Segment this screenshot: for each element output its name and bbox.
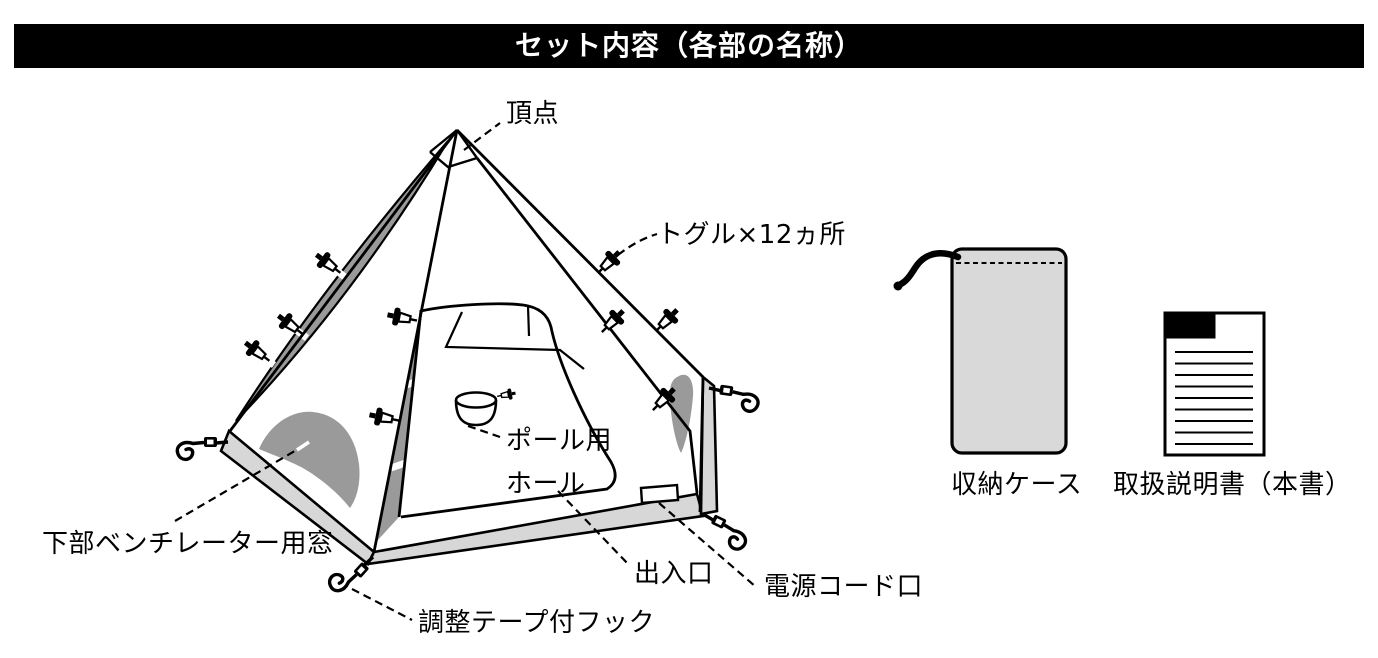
label-pole-hole-line2: ホール <box>506 469 586 499</box>
toggle-icon <box>648 302 685 339</box>
caption-storage-case: 収納ケース <box>951 470 1083 500</box>
power-cord-port <box>639 483 680 505</box>
corner-hook-icon <box>693 507 753 554</box>
section-header-bar: セット内容（各部の名称） <box>14 24 1364 68</box>
cord-knot <box>893 281 903 291</box>
label-pole-hole-line1: ポール用 <box>506 426 613 456</box>
pole-hole-pocket <box>454 386 518 427</box>
label-adjustable-hook: 調整テープ付フック <box>418 608 655 638</box>
label-toggles: トグル×12ヵ所 <box>657 220 846 250</box>
leader-entrance <box>557 490 630 566</box>
pole-hole-toggle-icon <box>495 386 518 403</box>
leader-toggles <box>617 232 658 256</box>
manual-title-block <box>1166 314 1216 339</box>
label-lower-ventilator: 下部ベンチレーター用窓 <box>42 529 334 559</box>
label-power-cord-port: 電源コード口 <box>764 572 924 602</box>
vent-teardrop-right <box>669 374 694 453</box>
skirt-front <box>365 492 705 566</box>
apex-cap <box>429 129 478 169</box>
section-title: セット内容（各部の名称） <box>514 29 863 62</box>
toggle-icon <box>366 404 402 431</box>
leader-lines <box>174 122 757 621</box>
corner-right-line <box>698 376 705 513</box>
edge-right-inner <box>475 157 699 494</box>
leader-hook <box>351 588 413 621</box>
caption-manual: 取扱説明書（本書） <box>1113 470 1352 500</box>
edge-left <box>228 129 459 432</box>
toggle-icon <box>384 304 420 331</box>
leader-power-cord <box>658 502 757 588</box>
case-body <box>950 247 1068 455</box>
toggle-icon <box>590 244 627 281</box>
door-flap-fold <box>444 305 585 370</box>
manual-illustration <box>1163 311 1266 457</box>
leader-apex <box>463 122 501 151</box>
case-drawstring-cord <box>895 250 962 289</box>
door-seam <box>397 309 423 518</box>
label-apex: 頂点 <box>506 99 560 129</box>
storage-case-illustration <box>893 247 1068 455</box>
corner-hook-icon <box>175 435 230 462</box>
edge-front-left <box>372 129 459 553</box>
label-entrance: 出入口 <box>634 559 714 589</box>
lower-ventilator-window <box>259 411 360 508</box>
door-opening <box>400 302 617 519</box>
edge-right <box>456 129 704 378</box>
leader-pole-hole <box>467 424 501 439</box>
leader-end-tick <box>296 440 310 452</box>
tent-outline <box>228 129 705 553</box>
manual-text-lines <box>1175 351 1253 445</box>
